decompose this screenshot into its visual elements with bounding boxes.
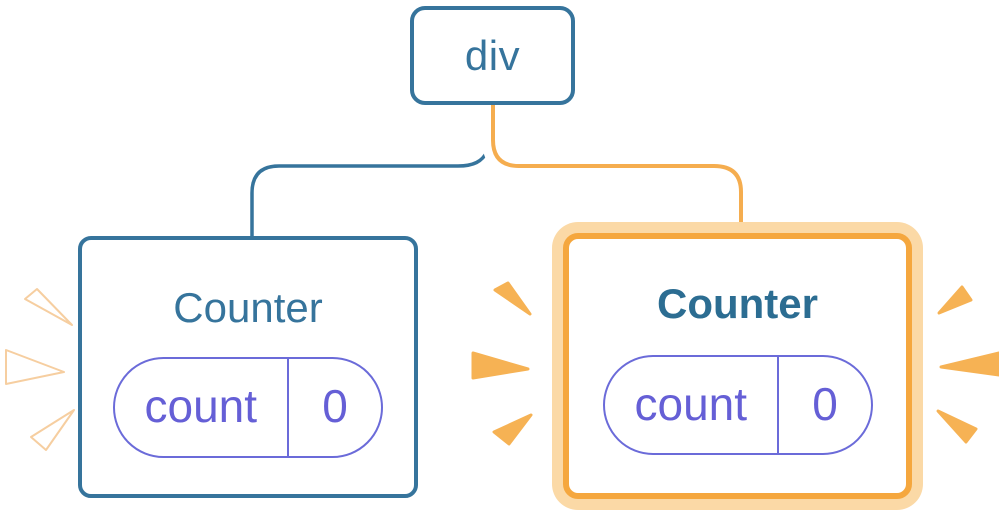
spark-white-bottom-icon — [30, 409, 75, 451]
state-pill: count 0 — [603, 355, 873, 455]
state-name: count — [144, 380, 258, 432]
state-value: 0 — [812, 377, 838, 430]
spark-orange-right-bottom-icon — [936, 409, 978, 444]
state-pill-divider — [286, 359, 289, 456]
spark-orange-left-middle-icon — [471, 351, 530, 380]
spark-white-top-icon — [24, 288, 73, 326]
tree-node-div: div — [410, 6, 575, 105]
state-pill: count 0 — [113, 357, 383, 458]
state-name: count — [634, 377, 748, 430]
edge-div-to-left-counter — [250, 103, 495, 244]
counter-card-left: Counter count 0 — [78, 236, 418, 498]
spark-orange-left-top-icon — [493, 281, 532, 316]
render-flash-sparks-white — [5, 288, 75, 451]
counter-title: Counter — [173, 284, 323, 331]
state-value: 0 — [322, 380, 348, 432]
edge-div-to-right-counter — [491, 102, 743, 226]
render-flash-sparks-orange-right — [936, 285, 999, 444]
spark-orange-right-middle-icon — [939, 351, 999, 377]
spark-orange-left-bottom-icon — [492, 413, 533, 446]
spark-white-middle-icon — [5, 349, 65, 385]
render-flash-sparks-orange-left — [471, 281, 533, 446]
state-pill-divider — [776, 357, 779, 453]
counter-card-right-highlighted: Counter count 0 — [563, 233, 912, 499]
spark-orange-right-top-icon — [937, 285, 973, 315]
tree-node-div-label: div — [464, 31, 521, 79]
counter-title: Counter — [657, 280, 818, 327]
